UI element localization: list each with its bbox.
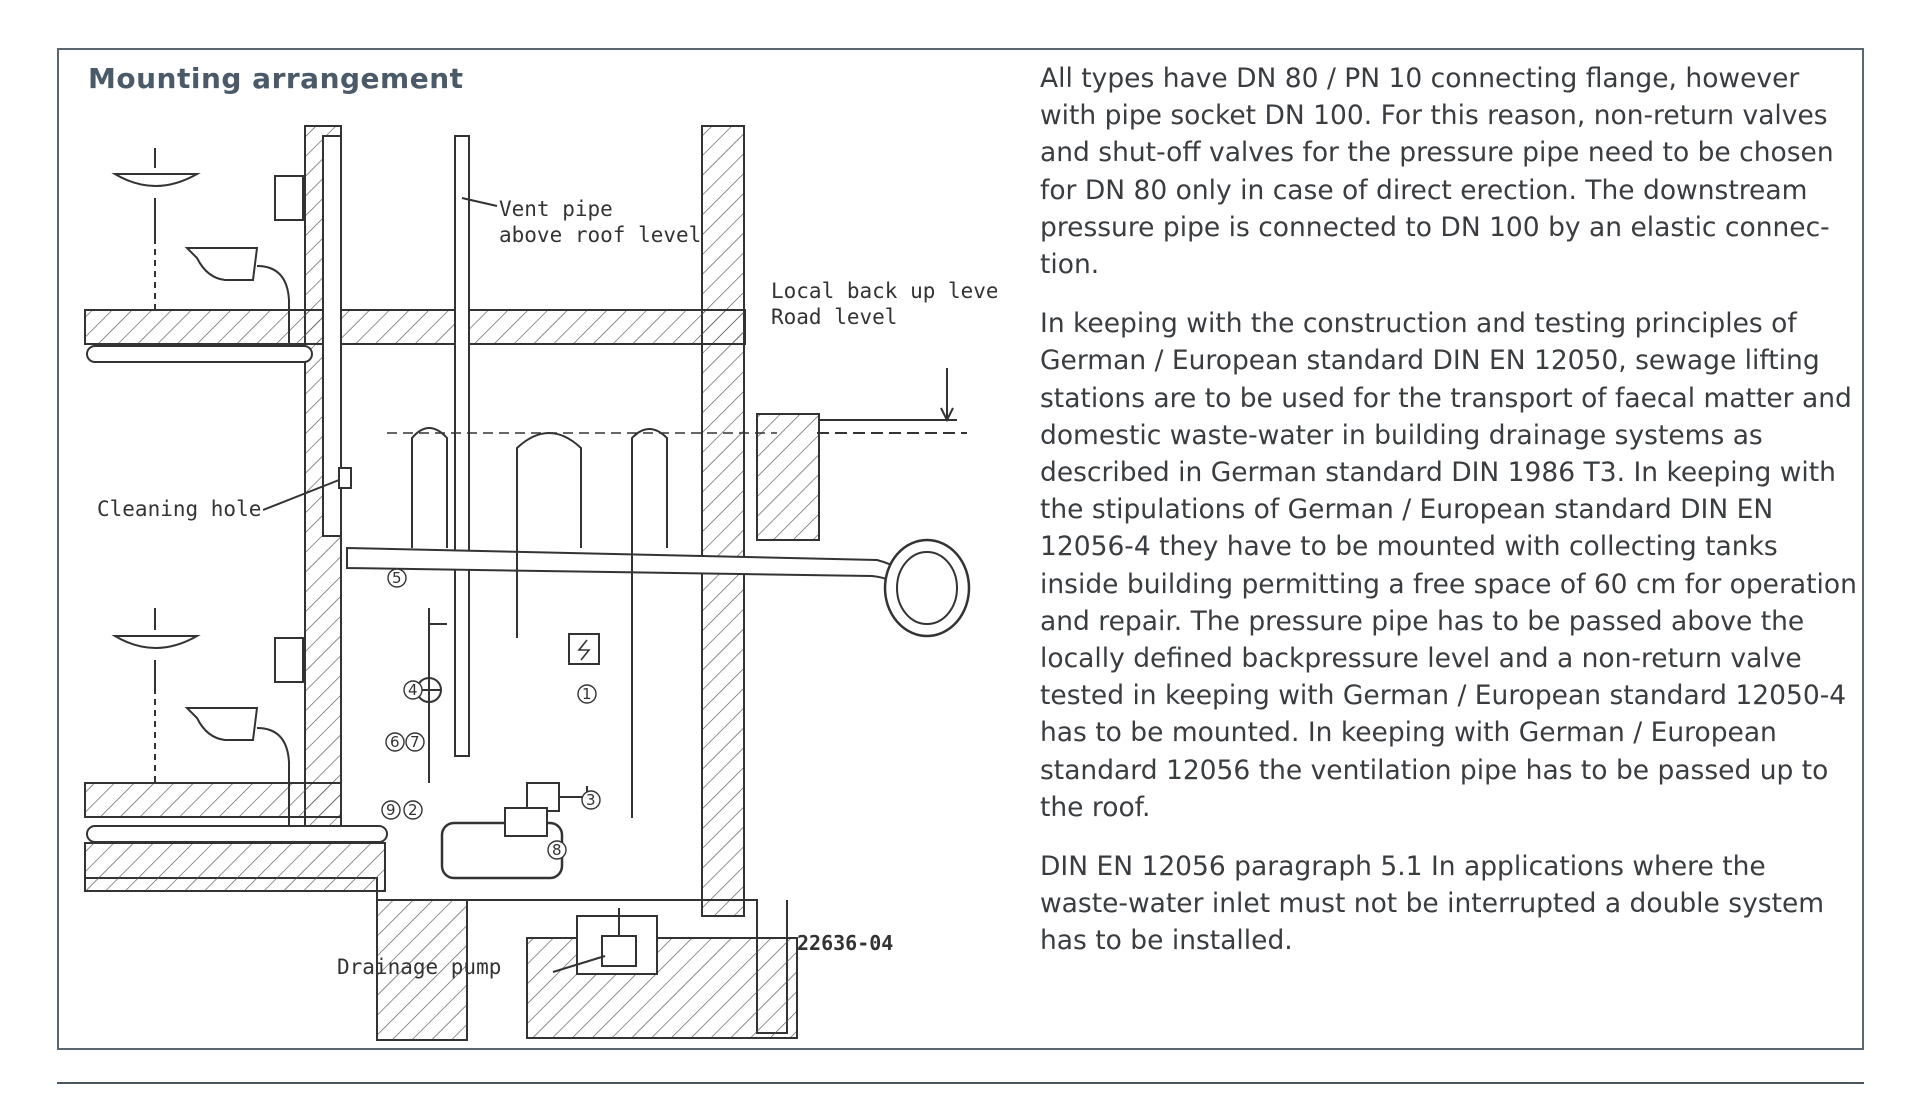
section-title: Mounting arrangement [88,62,464,95]
marker-1: 1 [582,685,592,703]
toilet-icon [184,637,304,838]
vent-pipe [454,135,470,757]
valve-icon [416,608,447,783]
marker-8: 8 [552,841,562,859]
drawing-code: 22636-04 [797,931,893,955]
paragraph-3: DIN EN 12056 paragraph 5.1 In applicatio… [1040,851,1825,957]
local-backup-label: Local back up level [771,279,997,303]
marker-2: 2 [408,801,418,819]
paragraph-1: All types have DN 80 / PN 10 connecting … [1040,63,1834,281]
mounting-diagram: Vent pipe above roof level Local back up… [84,125,997,1041]
washbasin-icon [111,148,201,310]
road-level-label: Road level [771,305,897,329]
vent-pipe-label-2: above roof level [499,223,701,247]
lower-floor-slab [84,782,342,818]
description-text: All types have DN 80 / PN 10 connecting … [1040,60,1862,982]
right-wall [701,125,745,917]
marker-6: 6 [390,733,400,751]
marker-3: 3 [586,791,596,809]
vent-pipe-label-1: Vent pipe [499,197,613,221]
electrical-hazard-icon [568,633,600,665]
valve-icon [526,782,588,812]
marker-4: 4 [408,681,418,699]
figure-frame [57,48,1864,1050]
lower-drain-pipe [86,825,388,843]
street-box [756,413,820,541]
collector-pipe [346,546,924,598]
loop-pipe [411,427,448,548]
bottom-divider [57,1082,1864,1084]
cleaning-hole-icon [338,467,352,489]
marker-5: 5 [392,569,402,587]
soil-stack [322,135,342,537]
pump-icon [601,908,637,967]
drainage-pump-label: Drainage pump [337,955,501,979]
paragraph-2: In keeping with the construction and tes… [1040,308,1857,823]
marker-7: 7 [410,733,420,751]
washbasin-icon [111,608,201,783]
loop-pipe [631,428,668,818]
upper-floor-slab [84,309,746,345]
cleaning-hole-label: Cleaning hole [97,497,261,521]
marker-9: 9 [386,801,396,819]
toilet-icon [184,175,304,352]
loop-pipe [516,432,582,638]
upper-drain-pipe [86,345,313,363]
